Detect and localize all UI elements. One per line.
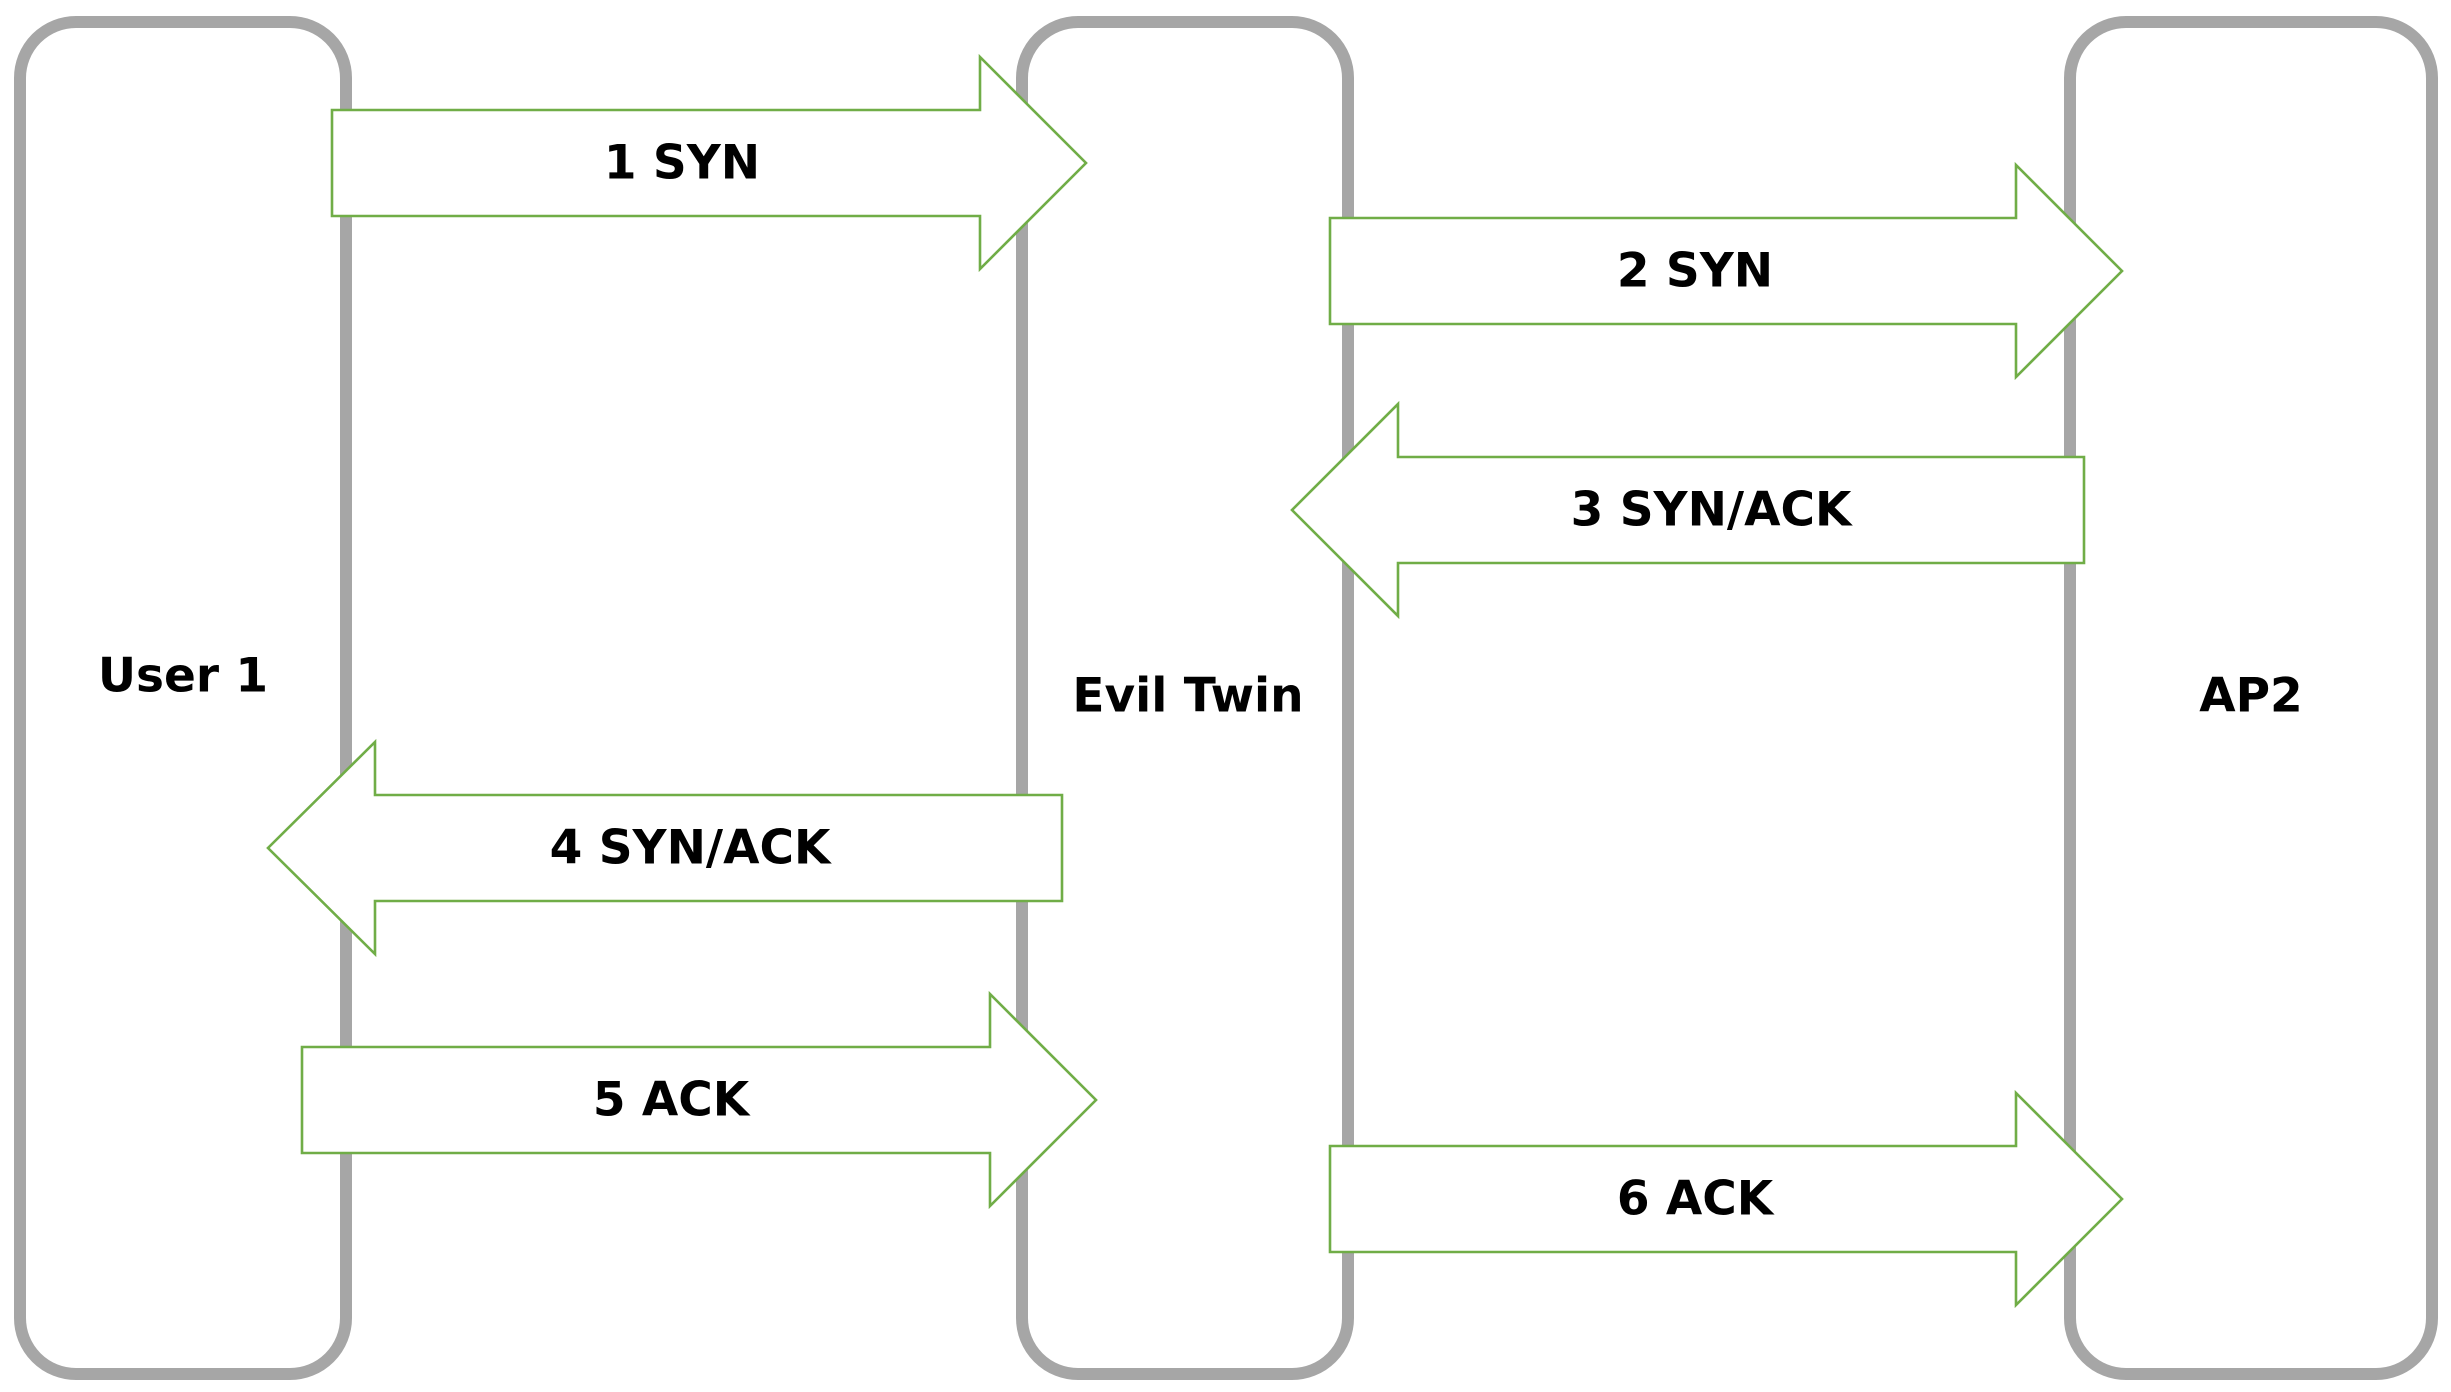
arrow-2-syn-shape bbox=[1328, 161, 2124, 381]
arrow-6-ack-label: 6 ACK bbox=[1617, 1172, 1775, 1227]
lane-user1-label: User 1 bbox=[98, 649, 268, 704]
lane-ap2-label: AP2 bbox=[2199, 669, 2303, 724]
arrow-3-synack: 3 SYN/ACK bbox=[1290, 400, 2086, 620]
arrow-3-synack-label: 3 SYN/ACK bbox=[1571, 483, 1853, 538]
lane-user1-box bbox=[14, 16, 352, 1380]
lane-user1: User 1 bbox=[14, 16, 352, 1380]
arrow-2-syn-label: 2 SYN bbox=[1617, 244, 1773, 299]
arrow-2-syn: 2 SYN bbox=[1328, 161, 2124, 381]
arrow-3-synack-shape bbox=[1290, 400, 2086, 620]
lane-eviltwin-box bbox=[1016, 16, 1354, 1380]
arrow-4-synack-shape bbox=[266, 738, 1064, 958]
arrow-6-ack-shape bbox=[1328, 1089, 2124, 1309]
arrow-5-ack-label: 5 ACK bbox=[593, 1073, 751, 1128]
arrow-5-ack-shape bbox=[300, 990, 1098, 1210]
lane-ap2: AP2 bbox=[2064, 16, 2438, 1380]
arrow-1-syn-shape bbox=[330, 53, 1088, 273]
arrow-1-syn: 1 SYN bbox=[330, 53, 1088, 273]
lane-ap2-box bbox=[2064, 16, 2438, 1380]
arrow-1-syn-label: 1 SYN bbox=[604, 136, 760, 191]
arrow-5-ack: 5 ACK bbox=[300, 990, 1098, 1210]
lane-eviltwin: Evil Twin bbox=[1016, 16, 1354, 1380]
arrow-4-synack-label: 4 SYN/ACK bbox=[550, 821, 832, 876]
arrow-6-ack: 6 ACK bbox=[1328, 1089, 2124, 1309]
lane-eviltwin-label: Evil Twin bbox=[1072, 669, 1303, 724]
arrow-4-synack: 4 SYN/ACK bbox=[266, 738, 1064, 958]
